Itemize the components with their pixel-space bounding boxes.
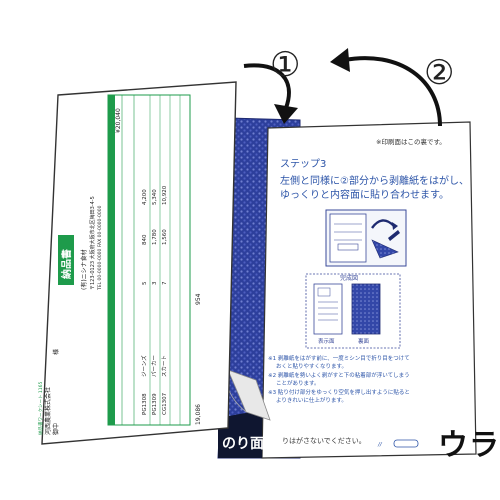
step-title: ステップ3 [280,158,326,170]
notes: ※1 剥離紙をはがす前に、一度ミシン目で折り目をつけて おくと貼りやすくなります… [268,354,410,404]
row-3-name: スカート [161,355,168,377]
note-2-line2: ことがあります。 [276,379,319,387]
fold-diagram [325,209,407,267]
slip-customer-line1: 河西農業株式会社 [44,387,52,435]
note-1-line2: おくと貼りやすくなります。 [276,362,347,370]
row-1-amount: 4,200 [142,189,148,205]
row-3-amount: 10,920 [162,185,168,205]
slip-customer-line3: 様 [52,349,60,355]
delivery-slip-sheet: 納品書 (有)ニシナ食材 〒123-0123 大阪府大阪市北区梅田3-4-5 T… [37,81,237,445]
row-1-code: PG1308 [142,393,148,415]
row-3-code: CG1307 [162,392,168,415]
step-body-line1: 左側と同様に②部分から剥離紙をはがし、 [280,174,469,187]
slip-tel: TEL 00-0000-0000 FAX 00-0000-0000 [97,205,103,291]
row-3-unit: 1,560 [162,229,168,245]
slip-title: 納品書 [60,249,73,279]
callout-step-1: ① [270,45,300,85]
pen-icon [388,230,400,241]
brand-logo: // [377,439,419,448]
footer-fragment: りはがさないでください。 [282,436,366,445]
slip-rows: PG1308 ジーンズ 5 840 4,200 PG1309 パーカー 3 1,… [140,185,168,415]
row-1-qty: 5 [142,281,148,285]
print-side-note: ※印刷面はこの裏です。 [376,137,446,146]
row-1-unit: 840 [142,234,148,245]
note-3-line2: よりきれいに仕上がります。 [276,396,347,404]
diagram-caption: 完成図 [340,274,358,282]
fold-arrow-1 [243,63,298,124]
note-3-line1: ※3 貼り付け部分をゆっくり空気を押し出すように貼ると [268,388,410,396]
instruction-sheet: ※印刷面はこの裏です。 ステップ3 左側と同様に②部分から剥離紙をはがし、 ゆっ… [261,121,477,459]
slip-tax: 954 [195,293,202,305]
slip-subtotal: 19,086 [195,404,202,425]
row-3-qty: 7 [162,281,168,285]
slip-form-code: 納品書ワークシート 1165 [37,381,44,435]
note-1-line1: ※1 剥離紙をはがす前に、一度ミシン目で折り目をつけて [268,354,410,362]
slip-customer-line2: 御中 [52,423,60,435]
fold-arrow-2 [330,48,442,127]
slip-company: (有)ニシナ食材 [80,249,88,290]
back-label: 裏面 [358,337,370,345]
finished-diagram: 完成図 表示面 裏面 [305,273,401,349]
row-2-qty: 3 [152,281,158,285]
row-2-code: PG1309 [152,393,158,415]
row-1-name: ジーンズ [140,355,148,377]
step-body-line2: ゆっくりと内容面に貼り合わせます。 [280,188,449,201]
row-2-amount: 5,340 [152,189,158,205]
note-2-line1: ※2 剥離紙を勢いよく剥がすと下の粘着部が浮いてしまう [268,371,410,379]
callout-step-2: ② [424,53,454,93]
row-2-name: パーカー [151,355,158,377]
slip-total: ¥20,040 [115,108,122,133]
front-label: 表示面 [318,337,335,345]
curl-arrow-icon [371,219,395,229]
glue-surface-label: のり面 [222,436,264,452]
slip-postal: 〒123-0123 大阪府大阪市北区梅田3-4-5 [89,196,96,290]
svg-text://: // [377,442,383,448]
row-2-unit: 1,780 [152,229,158,245]
peeled-corner [218,369,271,458]
back-side-label: ウラ [438,428,500,463]
